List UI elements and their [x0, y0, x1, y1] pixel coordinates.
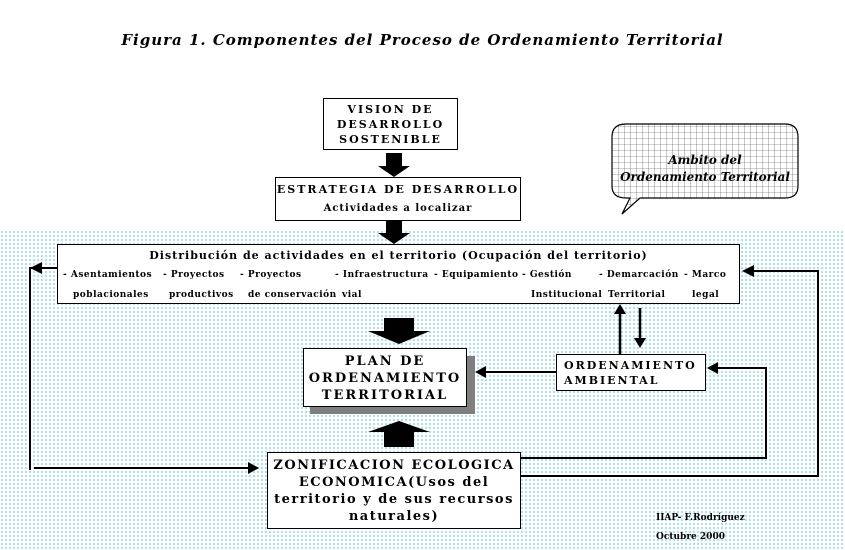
estrategia-box: ESTRATEGIA DE DESARROLLO Actividades a l…	[275, 177, 521, 221]
arrow-vision-estrategia	[378, 153, 410, 177]
arrow-left-zonificacion	[248, 462, 259, 474]
distribucion-item-line1: - Marco	[684, 270, 727, 280]
zonificacion-line-2: ECONOMICA(Usos del	[298, 475, 490, 490]
oa-line-2: AMBIENTAL	[564, 374, 660, 387]
oa-line-1: ORDENAMIENTO	[564, 359, 697, 372]
distribucion-item-line2: Institucional	[531, 290, 603, 300]
arrow-distribucion-plan	[368, 318, 430, 344]
distribucion-item-line1: - Equipamiento	[434, 270, 519, 280]
vision-box: VISION DE DESARROLLO SOSTENIBLE	[323, 98, 458, 150]
arrow-feedback-distribucion	[742, 265, 754, 277]
arrow-oa-up	[614, 304, 626, 314]
arrow-left-top	[30, 262, 42, 274]
plan-box: PLAN DE ORDENAMIENTO TERRITORIAL	[303, 348, 467, 407]
distribucion-box: Distribución de actividades en el territ…	[57, 244, 740, 304]
distribucion-title: Distribución de actividades en el territ…	[149, 249, 648, 262]
arrow-oa-down	[634, 338, 646, 348]
plan-line-1: PLAN DE	[344, 354, 426, 369]
vision-line-3: SOSTENIBLE	[339, 133, 442, 146]
arrow-zonificacion-plan	[368, 421, 430, 447]
distribucion-item-line1: - Asentamientos	[63, 270, 153, 280]
zonificacion-line-4: naturales)	[348, 509, 440, 524]
zonificacion-line-3: territorio y de sus recursos	[274, 492, 514, 507]
ambito-bubble-text: Ambito del Ordenamiento Territorial	[612, 152, 798, 186]
distribucion-item-line2: Territorial	[608, 290, 666, 300]
vision-line-2: DESARROLLO	[336, 118, 445, 131]
footer-author: IIAP- F.Rodríguez	[656, 513, 745, 523]
ambito-line-2: Ordenamiento Territorial	[620, 170, 790, 184]
distribucion-item-line2: legal	[692, 290, 720, 300]
estrategia-subtitle: Actividades a localizar	[323, 203, 473, 214]
zonificacion-box: ZONIFICACION ECOLOGICA ECONOMICA(Usos de…	[267, 452, 521, 529]
distribucion-item-line1: - Proyectos	[240, 270, 302, 280]
distribucion-item-line2: vial	[342, 290, 362, 300]
footer-date: Octubre 2000	[656, 532, 725, 542]
distribucion-item-line1: - Demarcación	[599, 270, 679, 280]
ambito-line-1: Ambito del	[668, 153, 742, 167]
figure-title: Figura 1. Componentes del Proceso de Ord…	[121, 31, 724, 49]
plan-line-2: ORDENAMIENTO	[308, 371, 462, 386]
plan-line-3: TERRITORIAL	[321, 388, 449, 403]
ambito-bubble	[611, 123, 799, 215]
distribucion-item-line1: - Proyectos	[163, 270, 225, 280]
ordenamiento-ambiental-box: ORDENAMIENTO AMBIENTAL	[556, 354, 706, 391]
distribucion-item-line1: - Infraestructura	[335, 270, 429, 280]
distribucion-item-line1: - Gestión	[522, 270, 572, 280]
vision-line-1: VISION DE	[347, 103, 434, 116]
arrow-feedback-oa	[707, 362, 718, 374]
arrow-oa-plan	[475, 366, 486, 378]
estrategia-title: ESTRATEGIA DE DESARROLLO	[276, 183, 520, 196]
distribucion-item-line2: poblacionales	[73, 290, 149, 300]
zonificacion-line-1: ZONIFICACION ECOLOGICA	[273, 458, 515, 473]
arrow-estrategia-distribucion	[378, 221, 410, 244]
distribucion-item-line2: productivos	[169, 290, 234, 300]
distribucion-item-line2: de conservación	[248, 290, 337, 300]
